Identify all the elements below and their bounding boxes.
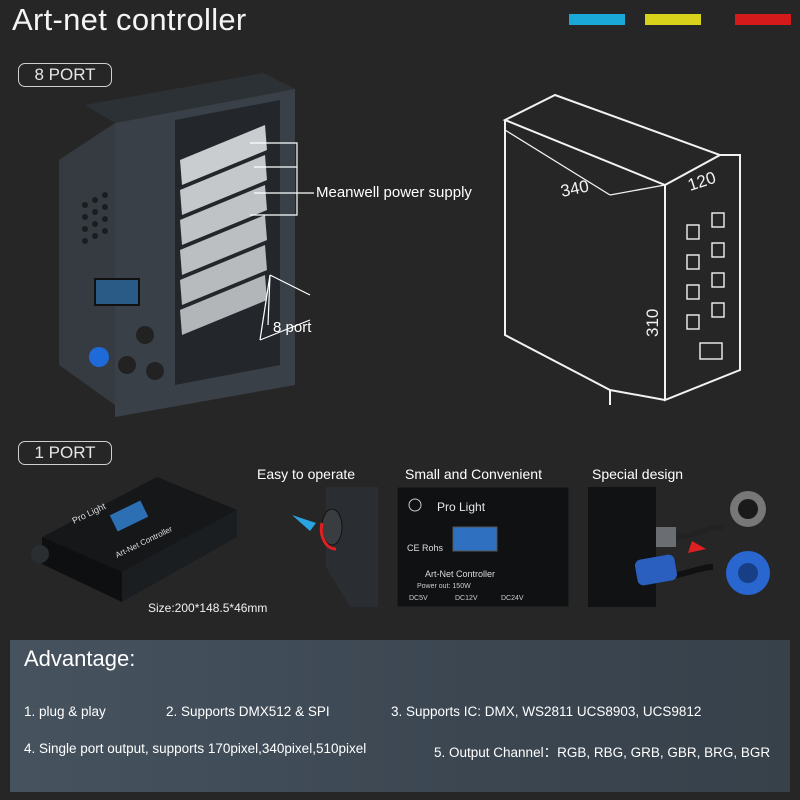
advantage-item-2: 2. Supports DMX512 & SPI (166, 704, 330, 719)
caption-small-and-convenient: Small and Convenient (405, 466, 542, 482)
svg-text:DC12V: DC12V (455, 595, 478, 602)
advantage-item-1: 1. plug & play (24, 704, 106, 719)
caption-special-design: Special design (592, 466, 684, 482)
section-badge-8-port: 8 PORT (18, 63, 112, 87)
small-and-convenient-image: Pro Light CE Rohs Art-Net Controller Pow… (397, 487, 569, 607)
caption-easy-to-operate: Easy to operate (257, 466, 356, 482)
svg-text:DC5V: DC5V (409, 595, 428, 602)
dimension-height: 310 (643, 309, 662, 337)
color-bar-red (735, 14, 791, 25)
easy-to-operate-image (292, 487, 378, 607)
advantage-item-5: 5. Output Channel：RGB, RBG, GRB, GBR, BR… (434, 745, 771, 760)
callout-8-port: 8 port (273, 319, 312, 336)
advantage-title: Advantage: (24, 646, 136, 671)
callout-lines (250, 142, 314, 341)
svg-text:CE Rohs: CE Rohs (407, 543, 444, 553)
arrow-icon (292, 515, 316, 531)
color-bar-blue (569, 14, 625, 25)
cabinet-dimension-drawing: 340 120 310 (502, 93, 741, 405)
eight-port-cabinet-photo (59, 73, 295, 417)
color-bar-yellow (645, 14, 701, 25)
page-title: Art-net controller (12, 2, 247, 37)
advantage-panel: Advantage: 1. plug & play 2. Supports DM… (10, 640, 790, 792)
callout-meanwell-power-supply: Meanwell power supply (316, 184, 472, 201)
arrow-icon (688, 541, 706, 553)
svg-text:Pro Light: Pro Light (437, 500, 486, 514)
size-label: Size:200*148.5*46mm (148, 601, 268, 615)
svg-text:Art-Net Controller: Art-Net Controller (425, 569, 495, 579)
advantage-item-3: 3. Supports IC: DMX, WS2811 UCS8903, UCS… (391, 704, 702, 719)
dimension-length: 340 (559, 176, 591, 200)
power-supply-stack (180, 125, 267, 335)
special-design-image (588, 487, 770, 607)
advantage-item-4: 4. Single port output, supports 170pixel… (24, 741, 367, 756)
section-badge-1-port: 1 PORT (18, 441, 112, 465)
svg-text:Power out: 150W: Power out: 150W (417, 583, 471, 590)
svg-text:DC24V: DC24V (501, 595, 524, 602)
one-port-controller-photo: Pro Light Art-Net Controller (31, 477, 237, 602)
